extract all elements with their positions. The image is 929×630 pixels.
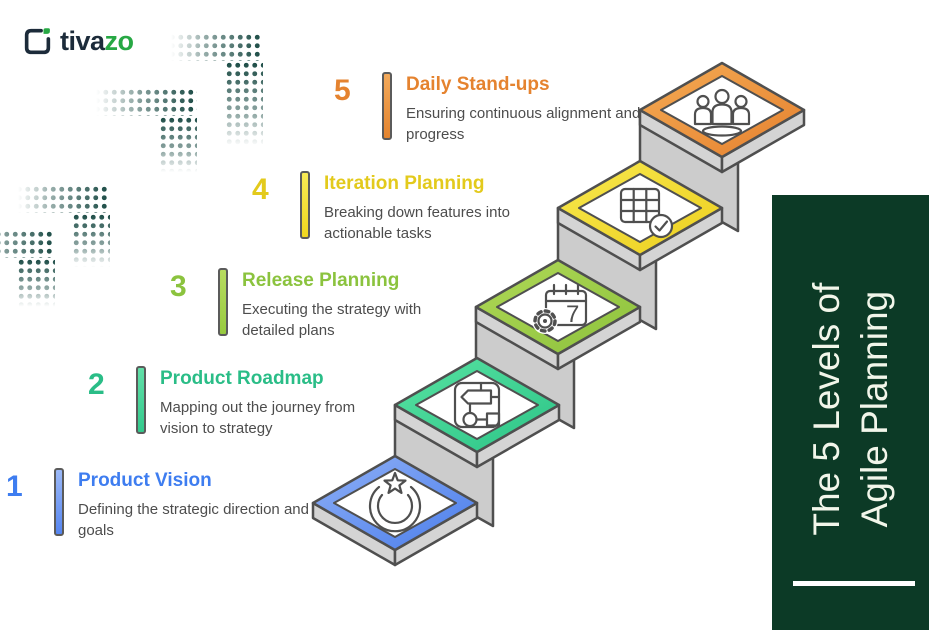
step-3-platform: 7 (474, 258, 642, 371)
step-1-platform (311, 454, 479, 567)
level-color-bar (136, 366, 146, 434)
level-item-4: 4 Iteration Planning Breaking down featu… (252, 171, 528, 244)
level-description: Defining the strategic direction and goa… (78, 500, 309, 539)
level-description: Executing the strategy with detailed pla… (242, 300, 422, 339)
step-4-platform (556, 159, 724, 272)
level-description: Ensuring continuous alignment and progre… (406, 104, 641, 143)
level-title: Iteration Planning (324, 173, 485, 194)
infographic-title: The 5 Levels of Agile Planning (802, 282, 898, 535)
side-title-panel: The 5 Levels of Agile Planning (772, 195, 929, 630)
level-title: Release Planning (242, 270, 400, 291)
calendar-day-number: 7 (566, 301, 579, 328)
title-accent-line (793, 581, 915, 586)
level-color-bar (300, 171, 310, 239)
brand-logo: tivazo (22, 26, 134, 57)
level-number: 3 (170, 270, 187, 303)
level-number: 4 (252, 173, 269, 206)
level-description: Breaking down features into actionable t… (324, 203, 510, 242)
brand-name: tivazo (60, 26, 134, 57)
roadmap-flowchart-icon (453, 381, 501, 429)
level-title: Daily Stand-ups (406, 74, 550, 95)
level-title: Product Roadmap (160, 368, 324, 389)
level-item-1: 1 Product Vision Defining the strategic … (6, 468, 310, 541)
level-title: Product Vision (78, 470, 212, 491)
level-item-3: 3 Release Planning Executing the strateg… (170, 268, 440, 341)
level-item-2: 2 Product Roadmap Mapping out the journe… (88, 366, 360, 439)
step-2-platform (393, 356, 561, 469)
calendar-gear-icon: 7 (532, 283, 588, 334)
brand-name-dark: tiva (60, 26, 105, 56)
level-description: Mapping out the journey from vision to s… (160, 398, 356, 437)
level-item-5: 5 Daily Stand-ups Ensuring continuous al… (334, 72, 646, 145)
level-number: 2 (88, 368, 105, 401)
step-5-platform (638, 61, 806, 174)
task-grid-check-icon (619, 187, 674, 239)
level-color-bar (218, 268, 228, 336)
vision-star-icon (368, 471, 422, 533)
level-number: 1 (6, 470, 23, 503)
level-color-bar (382, 72, 392, 140)
infographic-title-line2: Agile Planning (853, 290, 895, 527)
level-number: 5 (334, 74, 351, 107)
infographic-title-line1: The 5 Levels of (805, 282, 847, 536)
brand-name-green: zo (104, 26, 135, 56)
level-color-bar (54, 468, 64, 536)
tivazo-logo-icon (24, 28, 51, 55)
team-people-icon (693, 88, 751, 137)
